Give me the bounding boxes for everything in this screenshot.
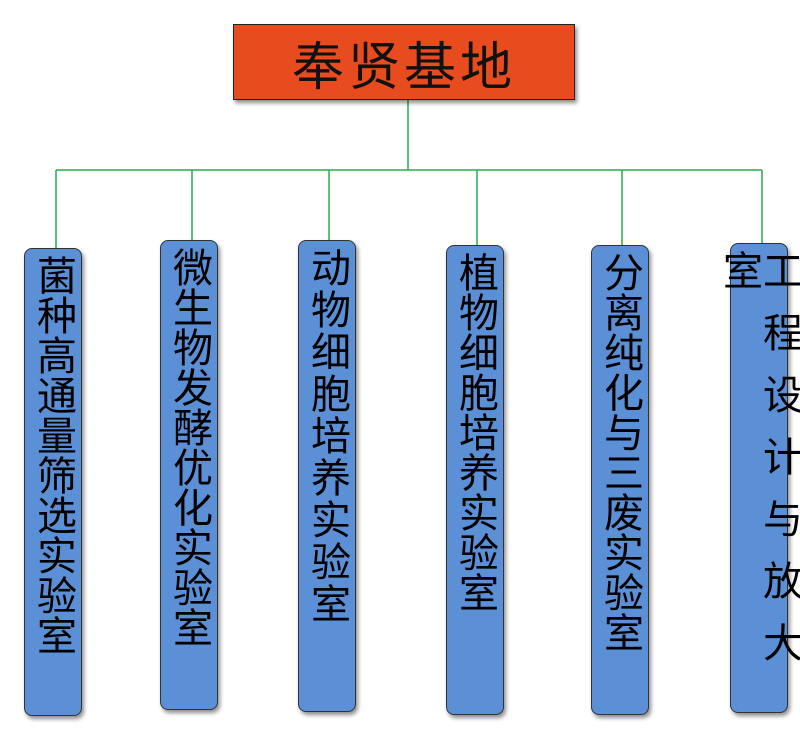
lab-node-label: 动物细胞培养实验室 bbox=[304, 247, 350, 625]
lab-node-animal-cell: 动物细胞培养实验室 bbox=[298, 240, 356, 712]
lab-node-engineering: 工程设计与放大室 bbox=[716, 243, 800, 713]
lab-node-screening: 菌种高通量筛选实验室 bbox=[24, 248, 82, 716]
lab-node-label: 植物细胞培养实验室 bbox=[452, 252, 498, 612]
lab-node-plant-cell: 植物细胞培养实验室 bbox=[446, 245, 504, 715]
lab-node-fermentation: 微生物发酵优化实验室 bbox=[160, 240, 218, 710]
lab-node-purification: 分离纯化与三废实验室 bbox=[591, 245, 649, 715]
lab-node-label: 微生物发酵优化实验室 bbox=[166, 247, 212, 647]
lab-node-label: 菌种高通量筛选实验室 bbox=[30, 255, 76, 655]
lab-node-label: 分离纯化与三废实验室 bbox=[597, 252, 643, 652]
lab-node-label: 工程设计与放大室 bbox=[716, 250, 800, 684]
root-node: 奉贤基地 bbox=[233, 24, 575, 100]
root-node-label: 奉贤基地 bbox=[291, 37, 516, 98]
